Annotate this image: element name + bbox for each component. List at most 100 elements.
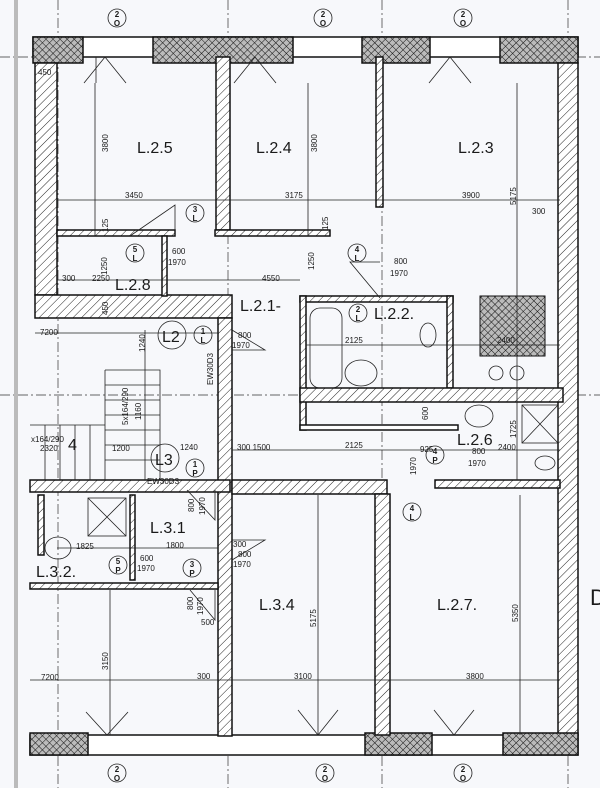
marker-top: 4 [410, 504, 415, 513]
marker-bottom: L [355, 254, 360, 263]
dimension: 1725 [509, 420, 518, 438]
room-label: L.2.8 [115, 277, 151, 294]
marker: 5P [108, 555, 128, 575]
marker: 1L [193, 325, 213, 345]
dimension: 300 [197, 672, 211, 681]
dimension: 800 [472, 447, 486, 456]
marker: 2O [453, 8, 473, 28]
marker-top: 5 [133, 245, 138, 254]
dimension-lines [30, 83, 560, 735]
marker-top: 2 [115, 765, 120, 774]
dimension: 1970 [233, 560, 251, 569]
dimension: 1160 [134, 402, 143, 420]
marker: 2L [348, 303, 368, 323]
dimension: 125 [101, 218, 110, 232]
marker-top: 2 [323, 765, 328, 774]
marker-bottom: O [460, 774, 466, 783]
room-label: L.2.5 [137, 140, 173, 157]
marker-top: 2 [115, 10, 120, 19]
marker-bottom: L [133, 254, 138, 263]
dimension: 3100 [294, 672, 312, 681]
marker: 2O [313, 8, 333, 28]
dimension: 800 [238, 550, 252, 559]
room-label: L.2.3 [458, 140, 494, 157]
marker-top: 4 [433, 447, 438, 456]
edge-label: D [590, 585, 600, 610]
dimension: 2125 [345, 441, 363, 450]
dimension: 1970 [468, 459, 486, 468]
dimension: 2250 [92, 274, 110, 283]
marker-circle [107, 8, 127, 28]
staircase: L2 L3 4 [30, 320, 187, 480]
marker-bottom: P [432, 456, 438, 465]
marker-bottom: P [192, 469, 198, 478]
marker-bottom: O [322, 774, 328, 783]
dimension: 1970 [198, 497, 207, 515]
dimension: 3800 [466, 672, 484, 681]
room-label: L.2.4 [256, 140, 292, 157]
toilet [534, 455, 556, 471]
marker: 3P [182, 558, 202, 578]
marker: 4L [347, 243, 367, 263]
room-label: L.2.2. [374, 306, 414, 323]
dimension: 5175 [309, 609, 318, 627]
dimension: 3900 [462, 191, 480, 200]
dimension: 3150 [101, 652, 110, 670]
marker-bottom: O [460, 19, 466, 28]
stair-label: L3 [155, 452, 173, 469]
dimension: 3800 [101, 134, 110, 152]
dimension: 5x164/290 [121, 387, 130, 425]
kitchen-counter [479, 295, 546, 357]
room-label: L.2.1- [240, 298, 281, 315]
dimension: 2320 [40, 444, 58, 453]
marker-bottom: O [114, 19, 120, 28]
dimension: 300 [233, 540, 247, 549]
dimension: 5175 [509, 187, 518, 205]
marker-top: 2 [461, 10, 466, 19]
marker: 2O [107, 8, 127, 28]
marker-bottom: O [114, 774, 120, 783]
marker-circle [107, 763, 127, 783]
marker-circle [315, 763, 335, 783]
dimension: 300 [62, 274, 76, 283]
dimension: 800 [394, 257, 408, 266]
dimension: 1970 [409, 457, 418, 475]
dimension: 5350 [511, 604, 520, 622]
dimension: 3175 [285, 191, 303, 200]
marker-bottom: O [320, 19, 326, 28]
dimension: 1970 [137, 564, 155, 573]
marker-top: 1 [193, 460, 198, 469]
dimension: 300 [532, 207, 546, 216]
dimension: 1970 [196, 597, 205, 615]
marker-bottom: L [356, 314, 361, 323]
marker-bottom: L [201, 336, 206, 345]
dimension: 1200 [112, 444, 130, 453]
marker-top: 2 [356, 305, 361, 314]
dimension: 600 [421, 406, 430, 420]
dimension: 1250 [100, 257, 109, 275]
dimension: 1240 [138, 334, 147, 352]
dimension: 300 1500 [237, 443, 271, 452]
dimension: 925 [420, 445, 434, 454]
marker-bottom: L [193, 214, 198, 223]
dimension: 450 [38, 68, 52, 77]
dimension: 500 [201, 618, 215, 627]
marker-top: 2 [321, 10, 326, 19]
marker-top: 3 [190, 560, 195, 569]
marker-circle [453, 763, 473, 783]
marker-bottom: P [115, 566, 121, 575]
stair-marker-l3 [150, 443, 180, 473]
dimension: 7200 [41, 673, 59, 682]
dimension: 1800 [166, 541, 184, 550]
stair-label: 4 [68, 437, 77, 454]
marker-bottom: L [410, 513, 415, 522]
marker: 1P [185, 458, 205, 478]
dimension: 1970 [168, 258, 186, 267]
dimension: 2400 [497, 336, 515, 345]
dimension: EW30D3 [206, 352, 215, 385]
dimension: 2400 [498, 443, 516, 452]
marker: 2O [107, 763, 127, 783]
marker: 4L [402, 502, 422, 522]
marker-circle [402, 502, 422, 522]
marker-circle [108, 555, 128, 575]
